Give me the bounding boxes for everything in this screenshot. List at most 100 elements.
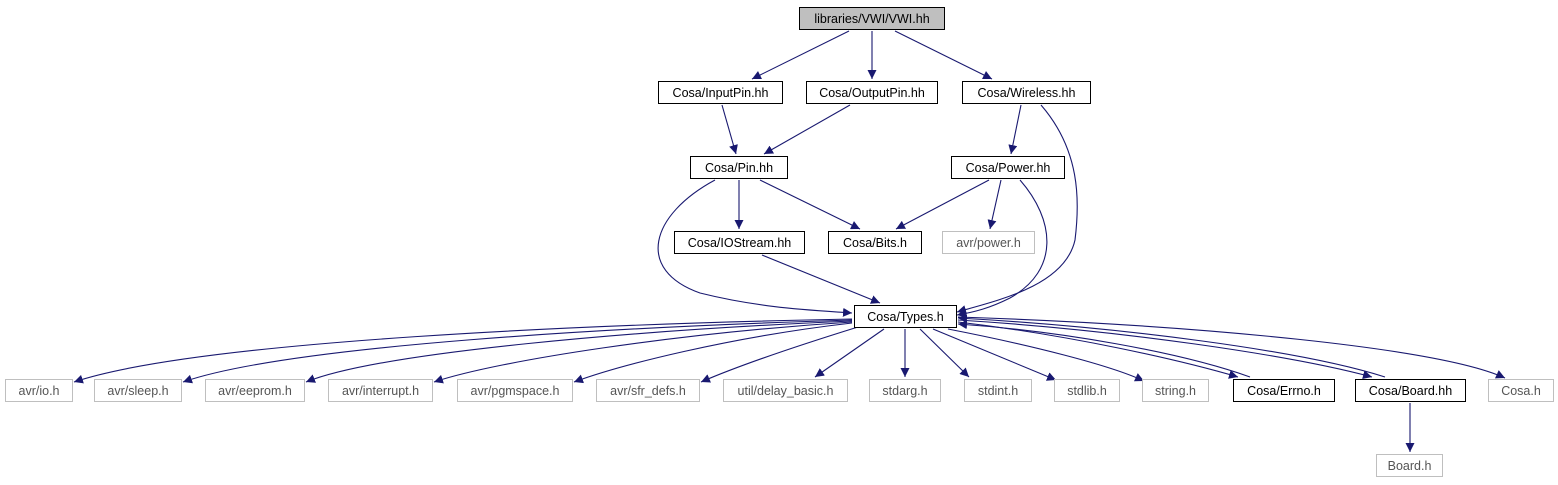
node-pin[interactable]: Cosa/Pin.hh bbox=[690, 156, 788, 179]
edge-power-to-bits bbox=[895, 179, 990, 230]
edge-types-to-avreeprom bbox=[305, 320, 853, 383]
node-label: Cosa/Board.hh bbox=[1369, 384, 1452, 398]
edge-wireless-to-power bbox=[1008, 104, 1022, 155]
node-types[interactable]: Cosa/Types.h bbox=[854, 305, 957, 328]
node-label: libraries/VWI/VWI.hh bbox=[814, 12, 929, 26]
node-iostream[interactable]: Cosa/IOStream.hh bbox=[674, 231, 805, 254]
node-box bbox=[964, 379, 1032, 402]
edge-errno-to-types bbox=[957, 320, 1251, 378]
node-label: Board.h bbox=[1388, 459, 1432, 473]
node-label: Cosa/OutputPin.hh bbox=[819, 86, 925, 100]
node-label: Cosa.h bbox=[1501, 384, 1541, 398]
edge-types-to-string bbox=[947, 328, 1145, 382]
edge-types-to-avrsleep bbox=[182, 319, 853, 384]
node-label: avr/sfr_defs.h bbox=[610, 384, 686, 398]
node-string: string.h bbox=[1142, 379, 1209, 402]
node-label: Cosa/Wireless.hh bbox=[978, 86, 1076, 100]
edge-vwi-to-inputpin bbox=[751, 30, 850, 80]
edge-iostream-to-types bbox=[761, 254, 881, 304]
edge-pin-to-types bbox=[657, 179, 853, 317]
node-cosa: Cosa.h bbox=[1488, 379, 1554, 402]
edges-layer bbox=[73, 30, 1506, 452]
node-label: avr/sleep.h bbox=[107, 384, 168, 398]
node-box bbox=[674, 231, 805, 254]
node-label: stdlib.h bbox=[1067, 384, 1107, 398]
node-box bbox=[690, 156, 788, 179]
edge-types-to-avrsfr bbox=[700, 326, 859, 383]
edge-types-to-delay bbox=[814, 328, 885, 378]
node-box bbox=[828, 231, 922, 254]
node-board[interactable]: Cosa/Board.hh bbox=[1355, 379, 1466, 402]
node-box bbox=[596, 379, 700, 402]
node-label: Cosa/InputPin.hh bbox=[673, 86, 769, 100]
node-stdarg: stdarg.h bbox=[869, 379, 941, 402]
node-label: Cosa/Types.h bbox=[867, 310, 943, 324]
node-box bbox=[1376, 454, 1443, 477]
edge-types-to-avrint bbox=[433, 321, 853, 384]
node-power[interactable]: Cosa/Power.hh bbox=[951, 156, 1065, 179]
node-label: Cosa/IOStream.hh bbox=[688, 236, 792, 250]
node-box bbox=[962, 81, 1091, 104]
node-avrpgm: avr/pgmspace.h bbox=[457, 379, 573, 402]
node-wireless[interactable]: Cosa/Wireless.hh bbox=[962, 81, 1091, 104]
node-label: Cosa/Errno.h bbox=[1247, 384, 1321, 398]
edge-types-to-avrio bbox=[73, 318, 853, 384]
node-box bbox=[457, 379, 573, 402]
node-bits[interactable]: Cosa/Bits.h bbox=[828, 231, 922, 254]
node-label: Cosa/Bits.h bbox=[843, 236, 907, 250]
node-box bbox=[869, 379, 941, 402]
edge-power-to-types bbox=[956, 179, 1048, 318]
edge-power-to-avrpower bbox=[987, 179, 1002, 230]
node-inputpin[interactable]: Cosa/InputPin.hh bbox=[658, 81, 783, 104]
node-box bbox=[854, 305, 957, 328]
node-delay: util/delay_basic.h bbox=[723, 379, 848, 402]
node-box bbox=[328, 379, 433, 402]
node-label: avr/power.h bbox=[956, 236, 1021, 250]
node-box bbox=[1355, 379, 1466, 402]
node-box bbox=[658, 81, 783, 104]
node-box bbox=[5, 379, 73, 402]
node-boardh: Board.h bbox=[1376, 454, 1443, 477]
node-box bbox=[723, 379, 848, 402]
edge-types-to-cosa bbox=[957, 316, 1506, 379]
node-avrsleep: avr/sleep.h bbox=[94, 379, 182, 402]
node-label: Cosa/Pin.hh bbox=[705, 161, 773, 175]
node-stdint: stdint.h bbox=[964, 379, 1032, 402]
edge-board-to-types bbox=[957, 314, 1386, 378]
node-errno[interactable]: Cosa/Errno.h bbox=[1233, 379, 1335, 402]
node-box bbox=[799, 7, 945, 30]
node-outputpin[interactable]: Cosa/OutputPin.hh bbox=[806, 81, 938, 104]
edge-types-to-stdint bbox=[919, 328, 970, 378]
node-box bbox=[1233, 379, 1335, 402]
node-box bbox=[1054, 379, 1120, 402]
node-avrpower: avr/power.h bbox=[942, 231, 1035, 254]
edge-pin-to-bits bbox=[759, 179, 861, 230]
node-avreeprom: avr/eeprom.h bbox=[205, 379, 305, 402]
node-label: util/delay_basic.h bbox=[738, 384, 834, 398]
node-avrint: avr/interrupt.h bbox=[328, 379, 433, 402]
node-label: stdint.h bbox=[978, 384, 1018, 398]
node-box bbox=[205, 379, 305, 402]
node-label: Cosa/Power.hh bbox=[966, 161, 1051, 175]
node-box bbox=[942, 231, 1035, 254]
node-label: avr/pgmspace.h bbox=[471, 384, 560, 398]
node-label: avr/io.h bbox=[19, 384, 60, 398]
node-avrio: avr/io.h bbox=[5, 379, 73, 402]
node-box bbox=[951, 156, 1065, 179]
edge-types-to-avrpgm bbox=[573, 322, 853, 384]
node-box bbox=[806, 81, 938, 104]
node-box bbox=[1142, 379, 1209, 402]
edge-outputpin-to-pin bbox=[763, 104, 851, 155]
node-avrsfr: avr/sfr_defs.h bbox=[596, 379, 700, 402]
node-vwi[interactable]: libraries/VWI/VWI.hh bbox=[799, 7, 945, 30]
edge-wireless-to-types bbox=[956, 104, 1078, 314]
node-label: string.h bbox=[1155, 384, 1196, 398]
node-label: avr/interrupt.h bbox=[342, 384, 419, 398]
edge-vwi-to-wireless bbox=[894, 30, 993, 80]
node-box bbox=[1488, 379, 1554, 402]
node-label: stdarg.h bbox=[882, 384, 927, 398]
node-stdlib: stdlib.h bbox=[1054, 379, 1120, 402]
edge-types-to-stdlib bbox=[932, 328, 1057, 381]
